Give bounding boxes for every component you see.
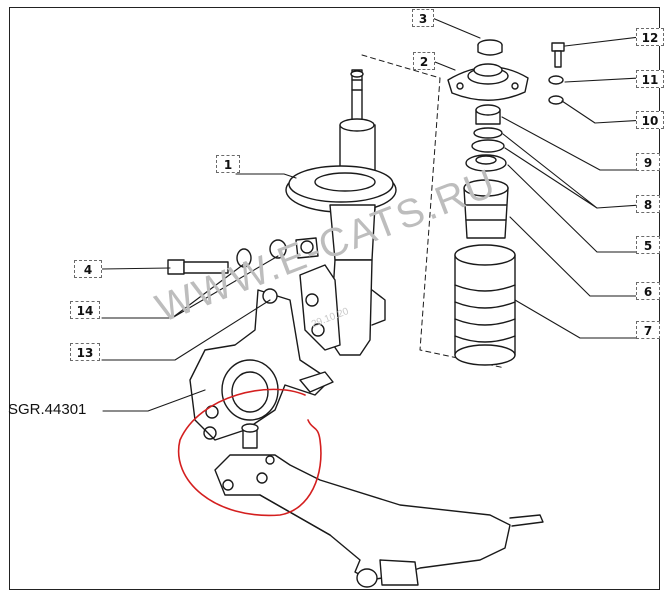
callout-6[interactable]: 6 <box>636 282 660 300</box>
callout-2[interactable]: 2 <box>413 52 435 70</box>
spacer-washer-upper[interactable] <box>473 127 503 139</box>
washer-upper[interactable] <box>548 75 564 85</box>
assembly-reference-label: SGR.44301 <box>8 401 87 418</box>
callout-10[interactable]: 10 <box>636 111 664 129</box>
strut-bearing[interactable] <box>465 154 507 172</box>
top-mount[interactable] <box>447 63 529 101</box>
bolt-nut[interactable] <box>295 237 319 259</box>
leader-lines <box>101 16 646 412</box>
strut-nut[interactable] <box>475 104 501 125</box>
washer-lower[interactable] <box>548 95 564 105</box>
callout-1[interactable]: 1 <box>216 155 240 173</box>
knuckle-bolt[interactable] <box>167 259 229 275</box>
dust-cap[interactable] <box>477 39 503 56</box>
bump-stop[interactable] <box>463 179 509 239</box>
callout-7[interactable]: 7 <box>636 321 660 339</box>
bolt-washer-a[interactable] <box>236 248 252 268</box>
dust-boot[interactable] <box>454 244 516 366</box>
bolt-washer-b[interactable] <box>269 239 287 259</box>
ball-joint[interactable] <box>241 423 259 449</box>
callout-11[interactable]: 11 <box>636 70 664 88</box>
highlight-circle <box>177 388 322 517</box>
callout-5[interactable]: 5 <box>636 236 660 254</box>
callout-8[interactable]: 8 <box>636 195 660 213</box>
callout-12[interactable]: 12 <box>636 28 664 46</box>
callout-9[interactable]: 9 <box>636 153 660 171</box>
mount-bolt[interactable] <box>551 42 565 68</box>
callout-13[interactable]: 13 <box>70 343 100 361</box>
callout-3[interactable]: 3 <box>412 9 434 27</box>
shock-absorber-strut[interactable] <box>285 69 397 356</box>
lower-control-arm[interactable] <box>214 454 544 588</box>
callout-14[interactable]: 14 <box>70 301 100 319</box>
spacer-washer-lower[interactable] <box>471 139 505 153</box>
callout-4[interactable]: 4 <box>74 260 102 278</box>
